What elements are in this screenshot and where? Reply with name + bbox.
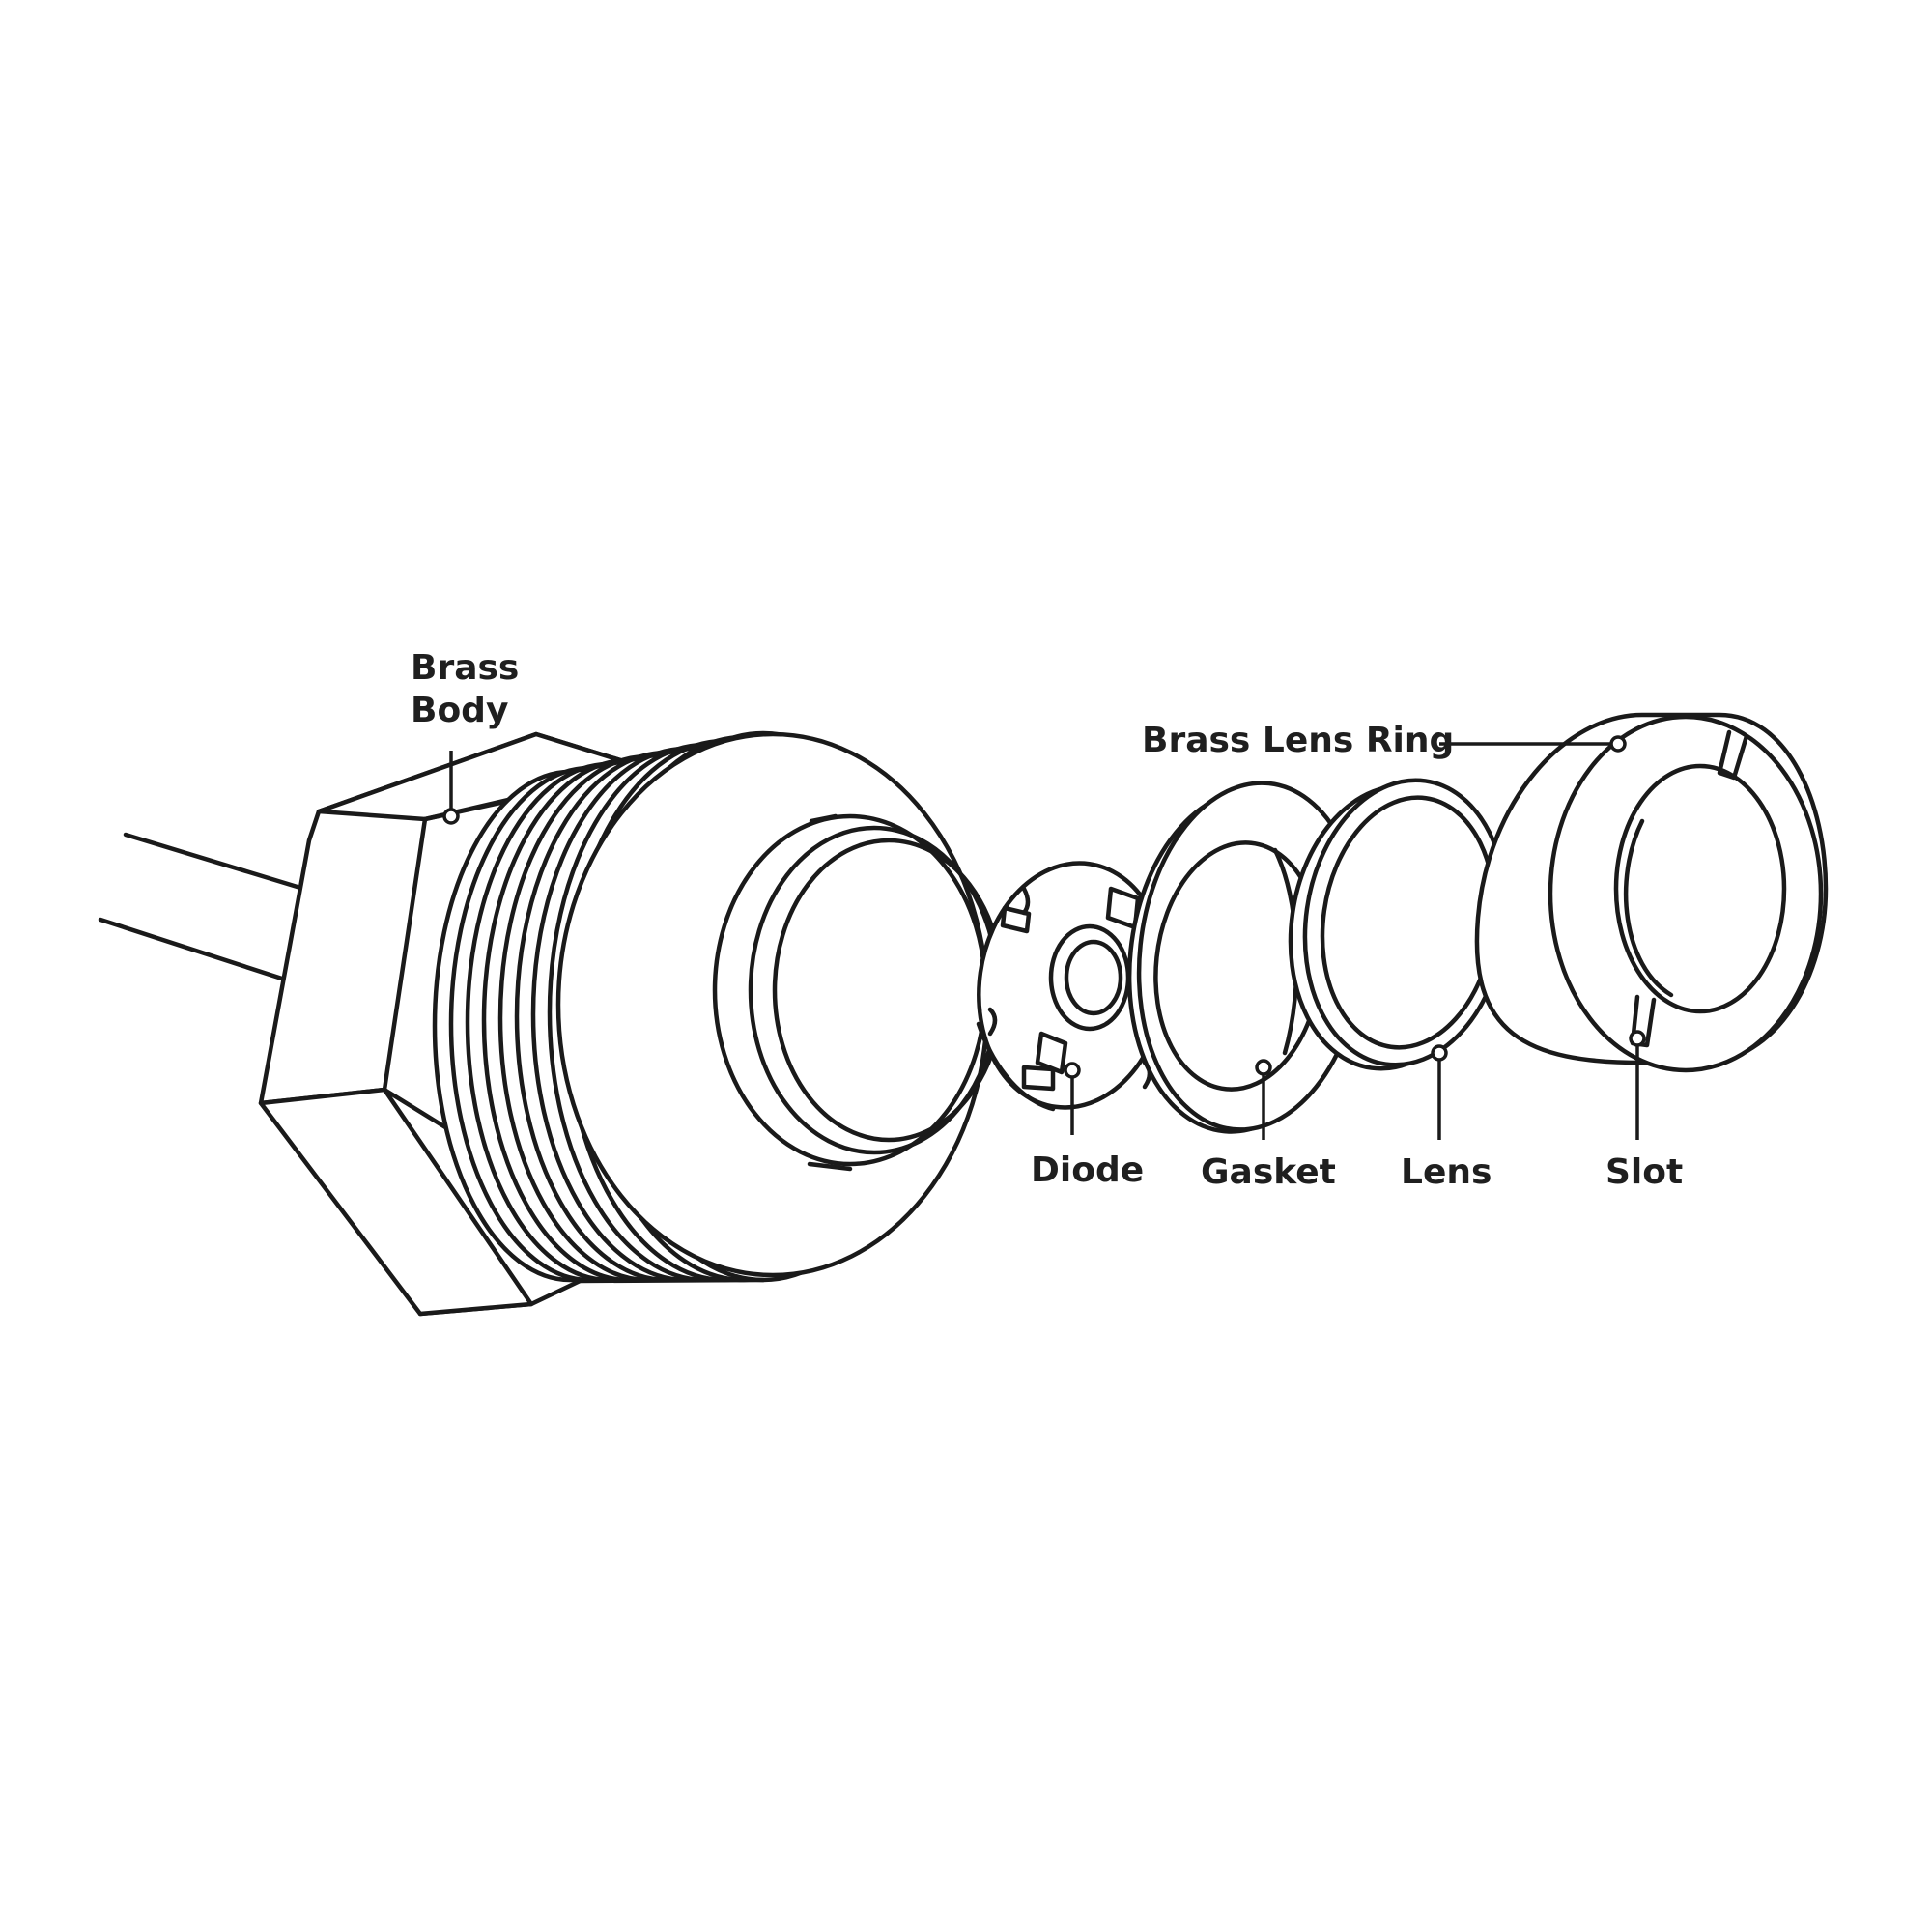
diode-board — [976, 861, 1168, 1112]
label-diode: Diode — [1031, 1151, 1145, 1190]
body-threads — [432, 730, 1006, 1284]
label-brass-lens-ring: Brass Lens Ring — [1142, 721, 1455, 760]
label-brass-body-line2: Body — [411, 691, 509, 730]
brass-lens-ring — [1474, 712, 1829, 1073]
leaders — [442, 735, 1646, 1140]
label-gasket: Gasket — [1201, 1152, 1336, 1192]
label-brass-body-line1: Brass — [411, 648, 520, 688]
lens — [1288, 778, 1509, 1071]
label-slot: Slot — [1605, 1152, 1684, 1192]
label-lens: Lens — [1401, 1152, 1492, 1192]
label-brass-body: Brass Body — [411, 647, 519, 732]
